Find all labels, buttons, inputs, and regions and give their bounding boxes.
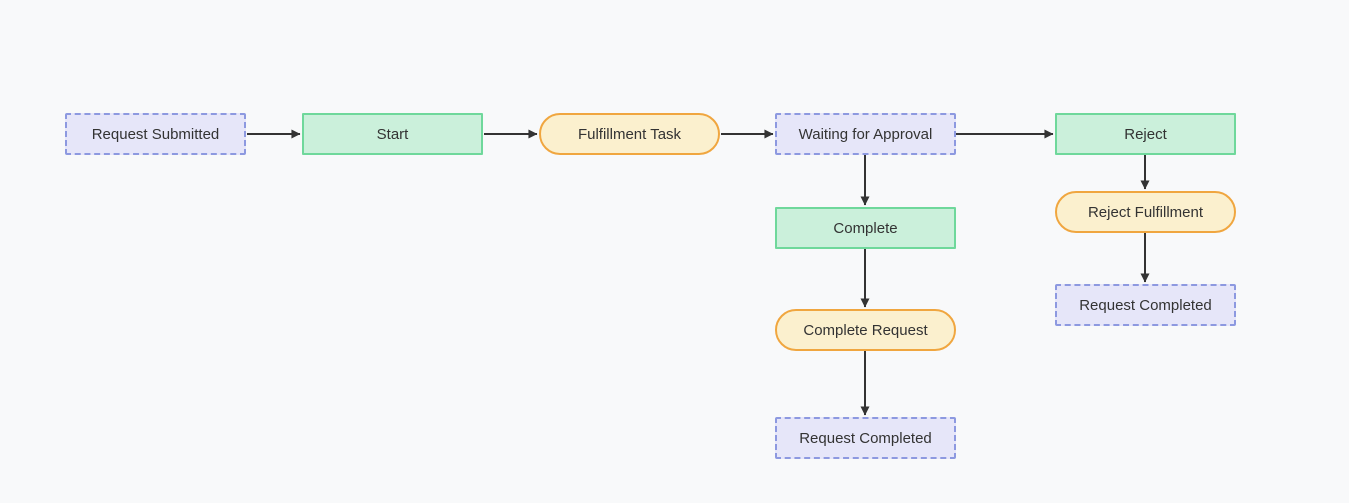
node-request-submitted: Request Submitted [65,113,246,155]
node-request-completed-reject: Request Completed [1055,284,1236,326]
node-complete-request: Complete Request [775,309,956,351]
node-reject: Reject [1055,113,1236,155]
node-complete: Complete [775,207,956,249]
node-reject-fulfillment: Reject Fulfillment [1055,191,1236,233]
node-request-completed-main: Request Completed [775,417,956,459]
node-waiting-for-approval: Waiting for Approval [775,113,956,155]
node-start: Start [302,113,483,155]
node-fulfillment-task: Fulfillment Task [539,113,720,155]
